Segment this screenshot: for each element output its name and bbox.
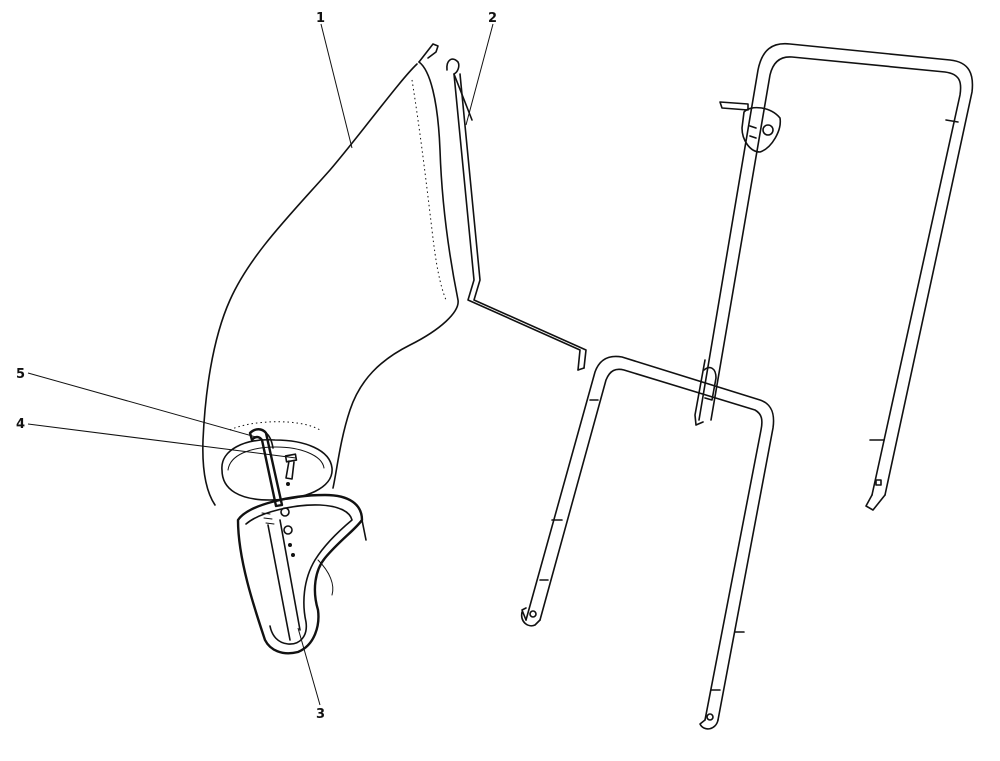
leader-lines [27,23,494,706]
callout-5: 5 [16,367,25,382]
bag-support-rod [446,58,587,371]
callout-labels: 1 2 3 4 5 [16,11,497,722]
callout-4: 4 [16,417,25,432]
upper-handle [694,42,974,511]
leader-5 [27,372,257,438]
leader-4 [27,423,297,459]
leader-3 [297,627,321,706]
discharge-adapter [236,493,367,655]
bag-clamp-screw [284,453,298,486]
leader-2 [465,23,494,126]
lower-handle [520,355,775,730]
grass-catcher-bag [202,43,459,506]
callout-2: 2 [488,11,497,26]
callout-3: 3 [316,707,325,722]
callout-1: 1 [316,11,325,26]
leader-1 [320,23,353,149]
bag-strap [248,428,284,508]
